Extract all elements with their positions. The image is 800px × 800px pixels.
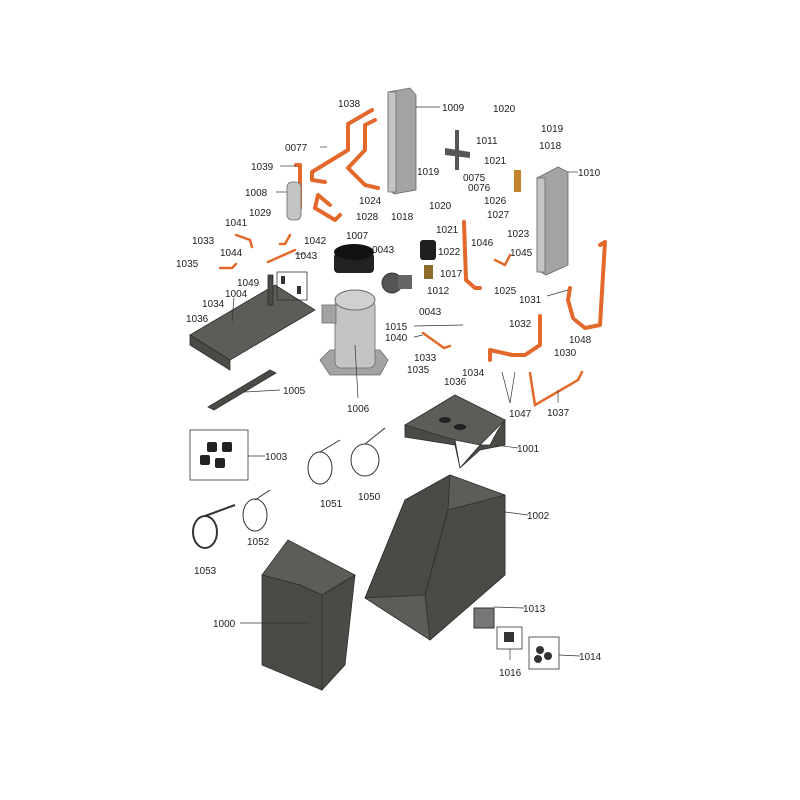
label-1003: 1003 (265, 452, 288, 463)
parts-box-1049 (276, 271, 308, 301)
part-labels: 1038 1009 1020 1019 1011 1018 0077 1021 … (176, 99, 602, 679)
top-cover-1001 (404, 394, 506, 469)
label-1018b: 1018 (391, 212, 414, 223)
label-1034b: 1034 (462, 368, 485, 379)
label-1019: 1019 (541, 124, 564, 135)
label-1018: 1018 (539, 141, 562, 152)
parts-box-1016 (496, 626, 523, 650)
label-1004: 1004 (225, 289, 248, 300)
label-1039: 1039 (251, 162, 274, 173)
label-1001: 1001 (517, 444, 540, 455)
label-0077: 0077 (285, 143, 308, 154)
valve-1023 (514, 170, 521, 192)
label-1002: 1002 (527, 511, 550, 522)
label-1020b: 1020 (429, 201, 452, 212)
label-1016: 1016 (499, 668, 522, 679)
heat-exchanger-1009 (387, 87, 417, 195)
label-1027: 1027 (487, 210, 510, 221)
label-1048: 1048 (569, 335, 592, 346)
label-1021: 1021 (484, 156, 507, 167)
plate-1013 (473, 607, 495, 629)
label-1008: 1008 (245, 188, 268, 199)
label-1036: 1036 (186, 314, 209, 325)
label-1014: 1014 (579, 652, 602, 663)
label-1052: 1052 (247, 537, 270, 548)
label-1047: 1047 (509, 409, 532, 420)
label-1036b: 1036 (444, 377, 467, 388)
valve-1017 (424, 265, 433, 279)
label-1028: 1028 (356, 212, 379, 223)
label-1006: 1006 (347, 404, 370, 415)
side-panel-1000 (261, 539, 356, 692)
parts-box-1014 (528, 636, 560, 670)
label-1000: 1000 (213, 619, 236, 630)
label-1035b: 1035 (407, 365, 430, 376)
label-1009: 1009 (442, 103, 465, 114)
label-1049: 1049 (237, 278, 260, 289)
label-0075: 0075 (463, 173, 486, 184)
label-1051: 1051 (320, 499, 343, 510)
label-0043b: 0043 (419, 307, 442, 318)
label-1038: 1038 (338, 99, 361, 110)
label-1032: 1032 (509, 319, 532, 330)
label-1021b: 1021 (436, 225, 459, 236)
label-1017: 1017 (440, 269, 463, 280)
label-1044: 1044 (220, 248, 243, 259)
label-1022: 1022 (438, 247, 461, 258)
compressor-cover-1007 (334, 244, 374, 273)
label-1042: 1042 (304, 236, 327, 247)
label-1010: 1010 (578, 168, 601, 179)
label-0076: 0076 (468, 183, 491, 194)
label-1031: 1031 (519, 295, 542, 306)
label-1041: 1041 (225, 218, 248, 229)
label-1024: 1024 (359, 196, 382, 207)
filter-1022 (420, 240, 436, 260)
label-1012: 1012 (427, 286, 450, 297)
cables (192, 427, 386, 549)
label-1046: 1046 (471, 238, 494, 249)
label-1045: 1045 (510, 248, 533, 259)
label-1040: 1040 (385, 333, 408, 344)
label-1026: 1026 (484, 196, 507, 207)
receiver-1008 (286, 181, 302, 221)
rail-1005 (207, 369, 277, 411)
label-1005: 1005 (283, 386, 306, 397)
heat-exchanger-1010 (536, 166, 569, 276)
label-1037: 1037 (547, 408, 570, 419)
label-1030: 1030 (554, 348, 577, 359)
label-1015: 1015 (385, 322, 408, 333)
label-1013: 1013 (523, 604, 546, 615)
label-1050: 1050 (358, 492, 381, 503)
label-1007: 1007 (346, 231, 369, 242)
label-1033b: 1033 (414, 353, 437, 364)
label-1011: 1011 (476, 136, 498, 147)
label-1043: 1043 (295, 251, 318, 262)
label-1020: 1020 (493, 104, 516, 115)
label-1019b: 1019 (417, 167, 440, 178)
leader-lines (231, 106, 581, 660)
label-1029: 1029 (249, 208, 272, 219)
label-1025: 1025 (494, 286, 517, 297)
compressor-1006 (319, 289, 389, 376)
label-1035: 1035 (176, 259, 199, 270)
base-tray-1004 (189, 274, 316, 371)
bracket-1011-plate (445, 148, 470, 158)
label-1023: 1023 (507, 229, 530, 240)
pump-1012 (381, 272, 412, 294)
label-1053: 1053 (194, 566, 217, 577)
label-1034: 1034 (202, 299, 225, 310)
housing-1002 (364, 474, 506, 641)
label-0043: 0043 (372, 245, 395, 256)
copper-pipes (218, 108, 607, 407)
parts-box-1003 (189, 429, 249, 481)
label-1033: 1033 (192, 236, 215, 247)
